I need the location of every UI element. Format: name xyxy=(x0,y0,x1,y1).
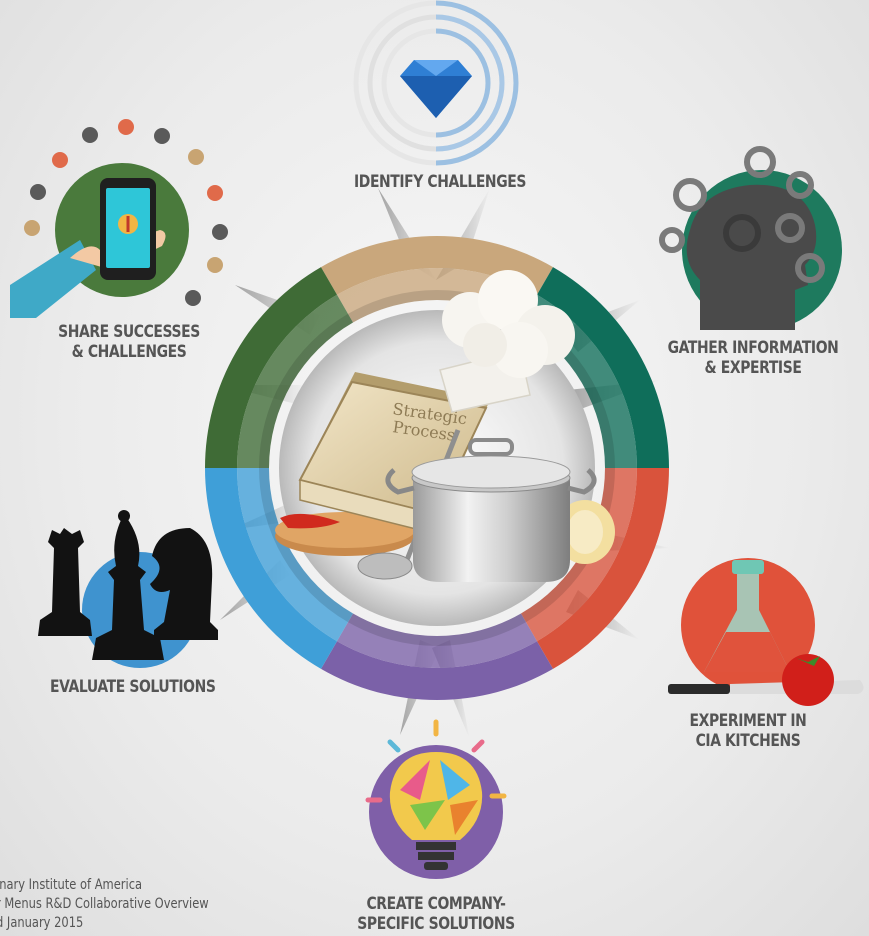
ring-segment-create-inner xyxy=(337,613,537,668)
ring-segment-create-shade xyxy=(348,613,526,646)
ring-segment-share-inner xyxy=(237,294,353,468)
evaluate-step xyxy=(38,510,218,668)
ring-segment-evaluate xyxy=(205,468,337,669)
maze-icon xyxy=(353,0,519,166)
ring-segment-experiment-inner xyxy=(521,468,637,642)
chess-pieces-icon xyxy=(38,510,218,660)
experiment-step xyxy=(668,558,864,706)
people-network-icon xyxy=(24,119,228,306)
process-ring xyxy=(205,235,669,701)
ring-segment-gather-shade xyxy=(521,313,615,468)
pot-icon xyxy=(385,438,597,582)
tomato-icon xyxy=(782,654,834,706)
gather-information-step xyxy=(659,146,842,330)
ring-segment-identify xyxy=(321,235,553,295)
ring-segment-experiment xyxy=(537,468,669,669)
create-solutions-step xyxy=(365,719,507,879)
share-step xyxy=(10,119,228,318)
step-label-gather: GATHER INFORMATION & EXPERTISE xyxy=(667,338,839,378)
ring-segment-share-shade xyxy=(259,313,353,468)
step-label-experiment: EXPERIMENT IN CIA KITCHENS xyxy=(689,711,807,751)
center-illustration: Strategic Process xyxy=(275,270,615,582)
gears-head-icon xyxy=(659,146,825,283)
lightbulb-icon xyxy=(389,752,483,870)
ring-segment-create xyxy=(321,641,553,701)
lightbulb-rays xyxy=(365,719,507,803)
ring-segment-share xyxy=(205,267,337,468)
diamond-icon xyxy=(400,60,472,118)
smartphone-icon xyxy=(100,178,156,280)
step-label-evaluate: EVALUATE SOLUTIONS xyxy=(50,677,216,697)
flask-icon xyxy=(704,560,790,672)
ring-segment-evaluate-shade xyxy=(259,468,353,623)
hand-sleeve-icon xyxy=(10,240,96,318)
step-label-identify: IDENTIFY CHALLENGES xyxy=(354,172,526,192)
identify-challenges-step xyxy=(353,0,519,166)
cutting-board-icon xyxy=(275,512,415,556)
ring-segment-evaluate-inner xyxy=(237,468,353,642)
step-label-create: CREATE COMPANY- SPECIFIC SOLUTIONS xyxy=(357,894,515,934)
step-label-share: SHARE SUCCESSES & CHALLENGES xyxy=(58,322,200,362)
ring-segment-gather xyxy=(537,267,669,468)
chef-hat-icon xyxy=(439,270,575,413)
chili-pepper-icon xyxy=(280,513,340,529)
source-citation: inary Institute of America r Menus R&D C… xyxy=(0,877,209,931)
